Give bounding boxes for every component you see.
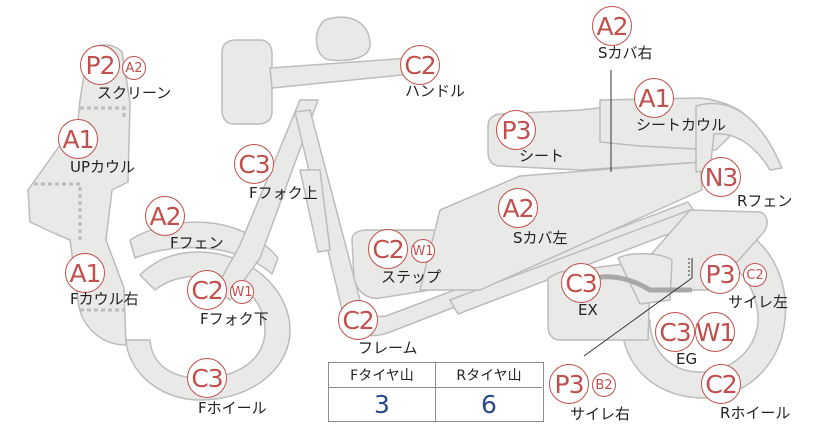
- badge-f-fork-upper: C3: [234, 144, 274, 184]
- label-f-cowl-right: Fカウル右: [70, 290, 139, 308]
- front-tire-header: Fタイヤ山: [329, 363, 435, 388]
- label-frame: フレーム: [358, 339, 418, 357]
- seam-screen: [80, 106, 126, 120]
- badge-muffler-left-sub: C2: [743, 263, 767, 287]
- label-f-wheel: Fホイール: [198, 399, 267, 417]
- mirror-part: [315, 16, 371, 62]
- seam-upcowl: [34, 182, 82, 240]
- label-muffler-left: サイレ左: [728, 293, 789, 311]
- badge-s-cover-right: A2: [592, 6, 632, 46]
- badge-handle: C2: [400, 45, 440, 85]
- badge-f-fork-lower-sub: W1: [230, 280, 254, 304]
- label-muffler-right: サイレ右: [570, 405, 631, 423]
- badge-eg-sub: W1: [695, 312, 735, 352]
- table-divider: [435, 363, 436, 421]
- label-handle: ハンドル: [405, 82, 466, 100]
- badge-r-wheel: C2: [701, 364, 741, 404]
- badge-screen-sub: A2: [122, 56, 146, 80]
- label-f-fender: Fフェン: [170, 234, 224, 252]
- label-f-fork-upper: Fフォク上: [249, 184, 318, 202]
- badge-muffler-right-sub: B2: [592, 373, 616, 397]
- badge-r-fender: N3: [701, 157, 741, 197]
- rear-tire-value: 6: [481, 390, 497, 419]
- label-r-fender: Rフェン: [737, 192, 793, 210]
- rear-tire-header: Rタイヤ山: [436, 363, 542, 388]
- badge-seat: P3: [496, 110, 536, 150]
- badge-muffler-left-main: P3: [700, 254, 740, 294]
- badge-f-wheel: C3: [187, 358, 227, 398]
- badge-f-fender: A2: [145, 196, 185, 236]
- label-seat-cowl: シートカウル: [636, 116, 727, 134]
- badge-up-cowl: A1: [58, 119, 98, 159]
- rear-fender-part: [695, 102, 783, 173]
- label-screen: スクリーン: [97, 84, 172, 102]
- badge-seat-cowl: A1: [634, 78, 674, 118]
- badge-f-fork-lower-main: C2: [187, 270, 227, 310]
- headlight-part: [221, 39, 273, 125]
- label-ex: EX: [578, 301, 598, 319]
- label-seat: シート: [519, 147, 565, 165]
- frame-inner-part: [299, 169, 331, 253]
- label-eg: EG: [676, 350, 698, 368]
- badge-screen-main: P2: [80, 45, 120, 85]
- badge-frame: C2: [338, 300, 378, 340]
- label-r-wheel: Rホイール: [720, 404, 791, 422]
- label-s-cover-left: Sカバ左: [513, 229, 568, 247]
- fork-part: [214, 99, 319, 301]
- badge-eg-main: C3: [655, 312, 695, 352]
- badge-s-cover-left: A2: [498, 188, 538, 228]
- tire-tread-table: Fタイヤ山 Rタイヤ山 3 6: [328, 362, 544, 422]
- handlebar-part: [269, 57, 418, 89]
- badge-ex: C3: [561, 263, 601, 303]
- badge-step-main: C2: [368, 229, 408, 269]
- label-f-fork-lower: Fフォク下: [200, 310, 269, 328]
- label-step: ステップ: [381, 268, 442, 286]
- badge-f-cowl-right: A1: [65, 253, 105, 293]
- badge-muffler-right-main: P3: [549, 364, 589, 404]
- front-tire-value: 3: [374, 390, 390, 419]
- label-up-cowl: UPカウル: [70, 158, 136, 176]
- label-s-cover-right: Sカバ右: [598, 44, 653, 62]
- side-cover-part: [419, 161, 703, 291]
- badge-step-sub: W1: [411, 239, 435, 263]
- leader-muffler-right: [583, 258, 693, 357]
